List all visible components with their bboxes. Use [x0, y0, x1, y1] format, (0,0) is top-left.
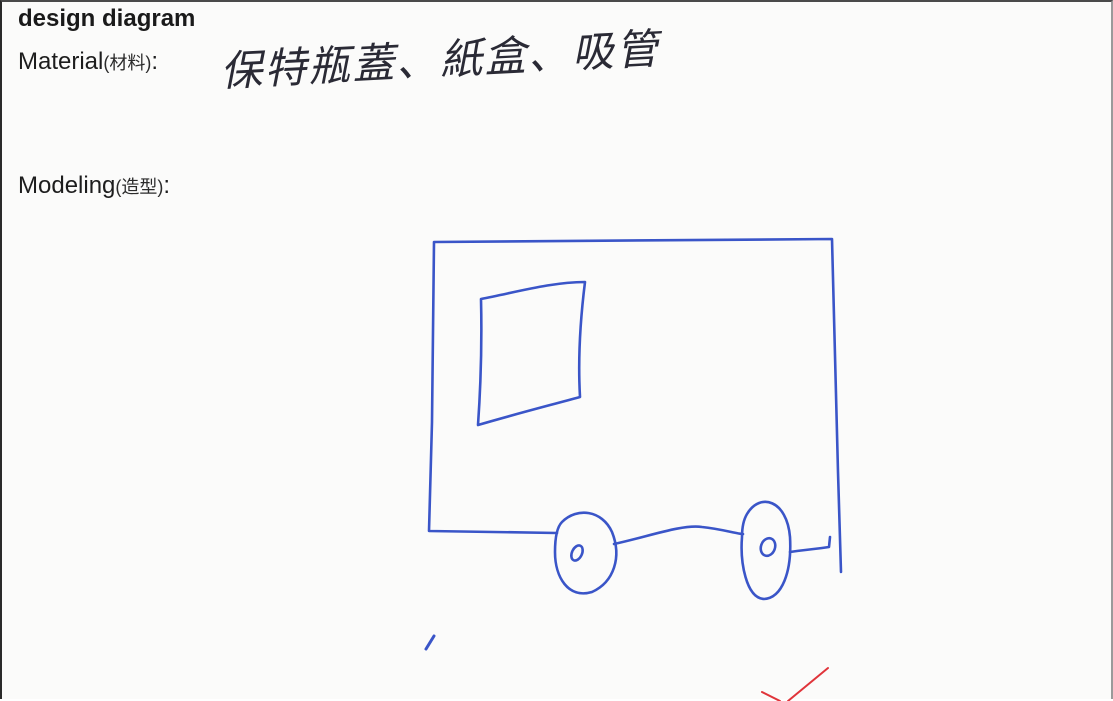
- material-separator: :: [151, 48, 159, 75]
- material-label: Material(材料):: [18, 48, 158, 76]
- rear-wheel: [740, 500, 792, 601]
- front-wheel: [553, 511, 618, 595]
- front-wheel-hub: [570, 544, 584, 562]
- rear-wheel-hub: [759, 536, 777, 558]
- modeling-label: Modeling(造型):: [18, 172, 170, 200]
- modeling-label-en: Modeling: [18, 172, 116, 199]
- car-window: [476, 280, 587, 427]
- chassis-line: [612, 525, 745, 546]
- modeling-separator: :: [163, 172, 171, 199]
- modeling-label-cn: (造型): [115, 177, 164, 197]
- grading-check-mark: [761, 667, 829, 701]
- car-body-outline: [427, 237, 843, 574]
- material-label-cn: (材料): [103, 53, 152, 73]
- pen-mark: [424, 634, 436, 651]
- page-title: design diagram: [18, 5, 196, 32]
- rear-bumper: [788, 535, 832, 554]
- material-label-en: Material: [18, 48, 104, 75]
